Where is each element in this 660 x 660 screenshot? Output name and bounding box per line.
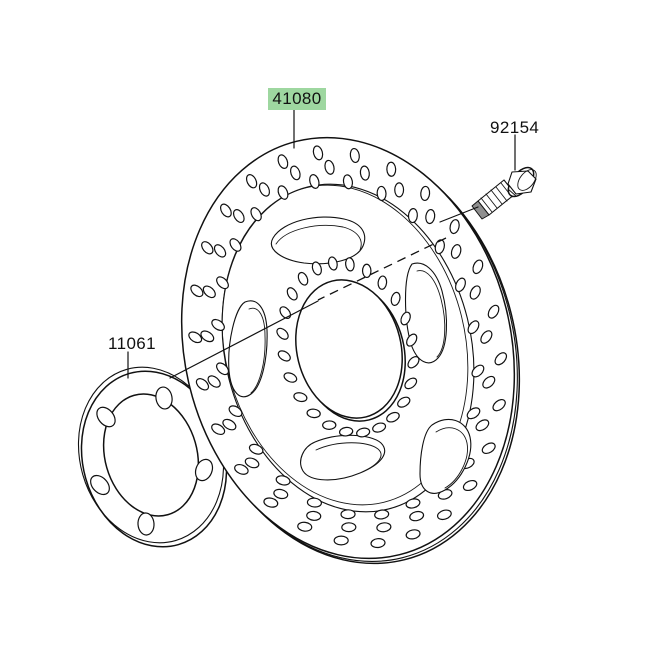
brake-disc-rotor-part-41080 [180,136,521,565]
callout-92154-number: 92154 [490,118,539,137]
callout-41080-number: 41080 [272,89,321,108]
callout-11061[interactable]: 11061 [108,334,156,353]
kidney-cutout-top [270,216,366,265]
callout-11061-number: 11061 [108,334,156,353]
rotor-hub-bolt-holes [276,256,420,438]
bolt-threaded-shank [471,179,516,220]
gasket-bolt-holes [90,386,214,536]
rotor-kidney-cutouts [228,216,472,494]
callout-41080-highlight [268,88,326,110]
callout-41080[interactable]: 41080 [268,88,326,110]
gasket-inner-bore [102,393,200,517]
rotor-bore-face [295,279,403,419]
leader-line-92154-to-bolt [439,206,479,223]
callout-92154[interactable]: 92154 [490,118,539,137]
kidney-cutout-left [228,300,268,398]
leader-line-11061-to-hub [169,300,319,379]
flange-bolt-part-92154 [471,166,537,220]
kidney-cutout-lower-right [419,418,472,494]
rotor-hub-step-edge [221,184,469,506]
rotor-center-bore [295,279,406,422]
gasket-part-11061 [77,366,228,548]
bolt-to-hub-dash-line [317,237,447,301]
bolt-flange-head [507,166,537,198]
bolt-head-top-face [517,169,537,191]
